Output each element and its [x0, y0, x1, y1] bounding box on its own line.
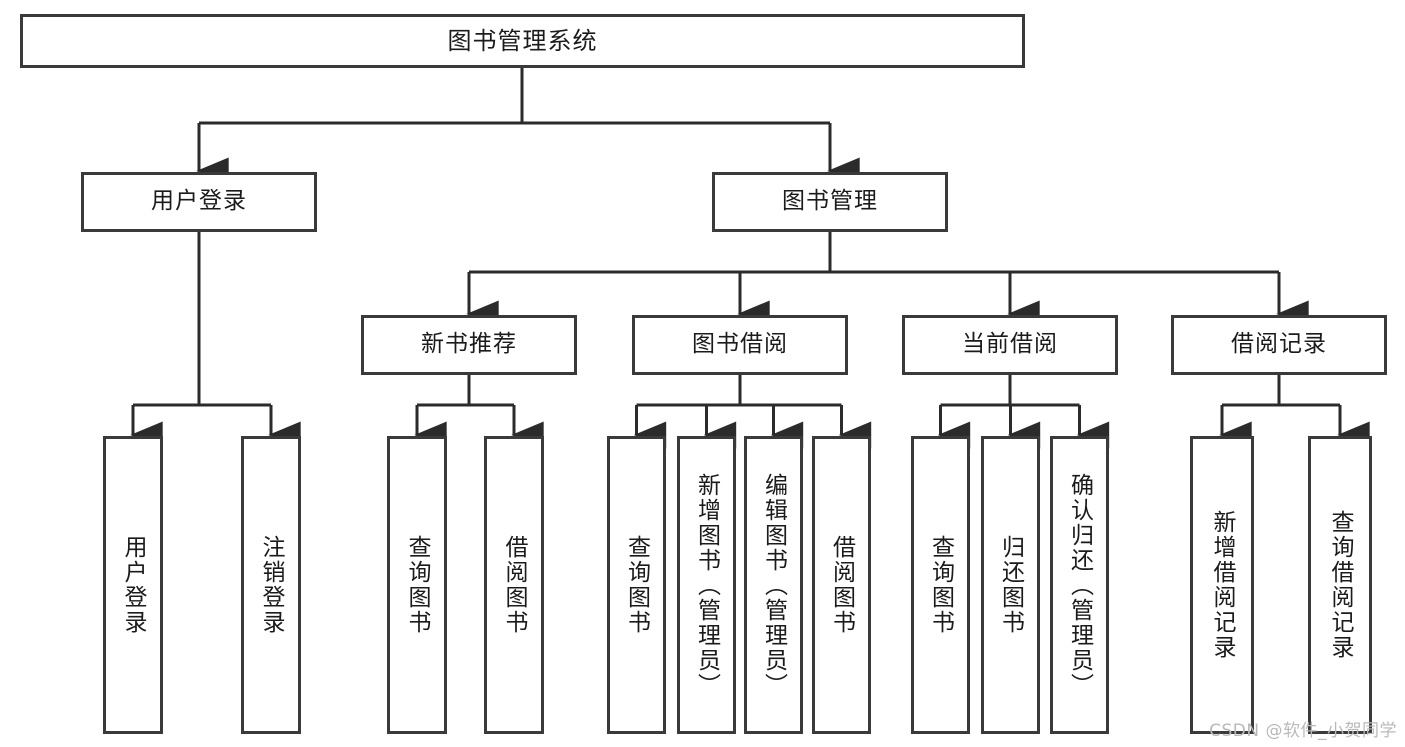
- node-root[interactable]: 图书管理系统: [20, 14, 1025, 68]
- node-label: 借阅图书: [828, 535, 855, 635]
- node-l-addrec[interactable]: 新增借阅记录: [1190, 436, 1254, 734]
- node-l-edit[interactable]: 编辑图书（管理员）: [744, 436, 803, 734]
- node-login[interactable]: 用户登录: [81, 172, 317, 232]
- node-label: 确认归还（管理员）: [1066, 472, 1093, 698]
- node-label: 用户登录: [120, 535, 147, 635]
- node-l-borrow2[interactable]: 借阅图书: [812, 436, 871, 734]
- node-label: 用户登录: [151, 188, 247, 215]
- node-l-confirm[interactable]: 确认归还（管理员）: [1050, 436, 1109, 734]
- node-label: 当前借阅: [962, 331, 1058, 358]
- node-label: 归还图书: [997, 535, 1024, 635]
- node-bookmgmt[interactable]: 图书管理: [712, 172, 948, 232]
- node-current[interactable]: 当前借阅: [902, 315, 1118, 375]
- node-label: 借阅记录: [1231, 331, 1327, 358]
- node-label: 查询图书: [927, 535, 954, 635]
- node-label: 新增图书（管理员）: [693, 472, 720, 698]
- node-l-logout[interactable]: 注销登录: [241, 436, 301, 734]
- node-label: 查询图书: [623, 535, 650, 635]
- node-l-query1[interactable]: 查询图书: [387, 436, 447, 734]
- node-label: 注销登录: [258, 535, 285, 635]
- node-l-add[interactable]: 新增图书（管理员）: [677, 436, 736, 734]
- node-borrow[interactable]: 图书借阅: [632, 315, 848, 375]
- node-l-query2[interactable]: 查询图书: [607, 436, 666, 734]
- edge-group: [130, 68, 1370, 449]
- node-label: 查询借阅记录: [1327, 510, 1354, 660]
- node-label: 图书管理: [782, 188, 878, 215]
- node-l-return[interactable]: 归还图书: [981, 436, 1040, 734]
- node-label: 查询图书: [404, 535, 431, 635]
- node-label: 图书借阅: [692, 331, 788, 358]
- watermark: CSDN @软件_小贺同学: [1209, 721, 1397, 741]
- node-newbook[interactable]: 新书推荐: [361, 315, 577, 375]
- node-label: 编辑图书（管理员）: [760, 472, 787, 698]
- node-label: 图书管理系统: [447, 26, 598, 55]
- node-label: 借阅图书: [501, 535, 528, 635]
- node-label: 新增借阅记录: [1209, 510, 1236, 660]
- node-l-query3[interactable]: 查询图书: [911, 436, 970, 734]
- node-l-borrow1[interactable]: 借阅图书: [484, 436, 544, 734]
- node-label: 新书推荐: [421, 331, 517, 358]
- node-l-login[interactable]: 用户登录: [103, 436, 163, 734]
- node-l-queryrec[interactable]: 查询借阅记录: [1308, 436, 1372, 734]
- node-records[interactable]: 借阅记录: [1171, 315, 1387, 375]
